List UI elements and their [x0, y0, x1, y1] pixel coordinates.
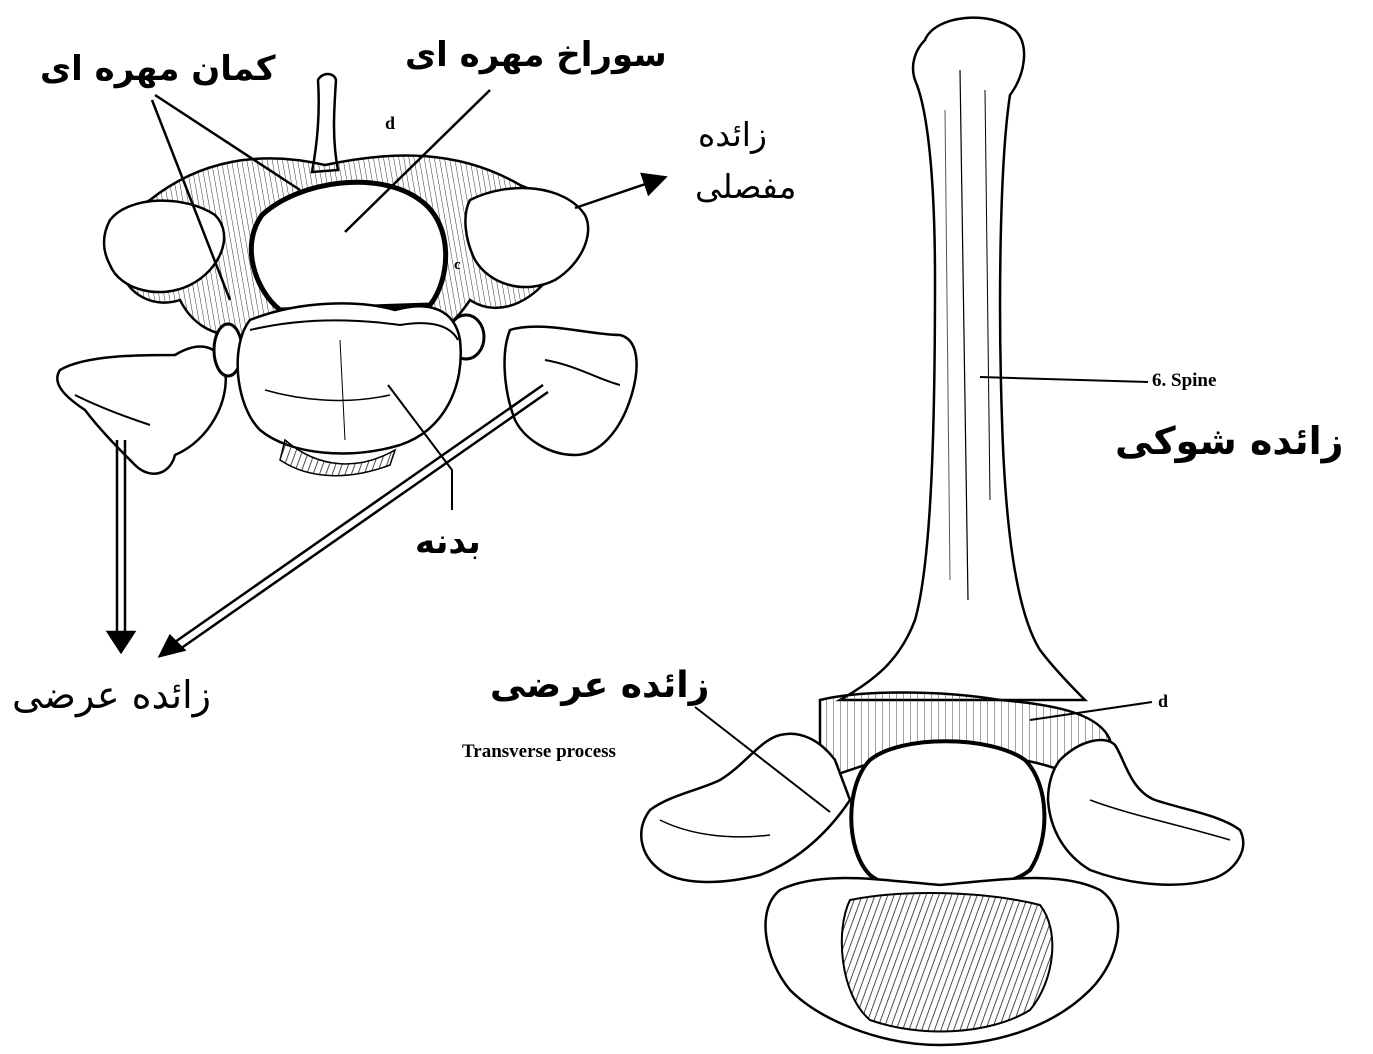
- label-spinous-process: زائده شوکی: [1115, 422, 1344, 460]
- label-transverse-process-left: زائده عرضی: [12, 676, 211, 714]
- left-vertebral-foramen: [251, 182, 445, 310]
- label-vertebral-arch: کمان مهره ای: [40, 52, 276, 86]
- label-vertebral-foramen: سوراخ مهره ای: [405, 38, 667, 72]
- right-spinous-process: [840, 18, 1085, 700]
- left-spinous-tip: [312, 74, 338, 172]
- leader-spine: [980, 377, 1148, 382]
- left-articular-right: [465, 188, 588, 287]
- label-body: بدنه: [415, 525, 481, 559]
- label-transverse-process-english: Transverse process: [462, 742, 616, 761]
- left-transverse-left: [57, 347, 225, 474]
- label-articular-process-line2: مفصلی: [695, 170, 796, 203]
- right-transverse-left: [641, 734, 850, 882]
- left-vertebra: [57, 74, 636, 476]
- right-vertebral-foramen: [851, 741, 1044, 891]
- leader-articular: [575, 178, 663, 208]
- label-letter-d-right: d: [1158, 692, 1168, 710]
- label-articular-process-line1: زائده: [698, 118, 767, 151]
- arrow-transverse-left: [108, 440, 134, 652]
- left-transverse-right: [505, 327, 637, 455]
- label-letter-d-left: d: [385, 114, 395, 132]
- label-spine-english: 6. Spine: [1152, 371, 1216, 390]
- right-transverse-right: [1048, 740, 1243, 885]
- label-letter-c-left: c: [454, 258, 461, 273]
- label-transverse-process-right: زائده عرضی: [490, 668, 709, 704]
